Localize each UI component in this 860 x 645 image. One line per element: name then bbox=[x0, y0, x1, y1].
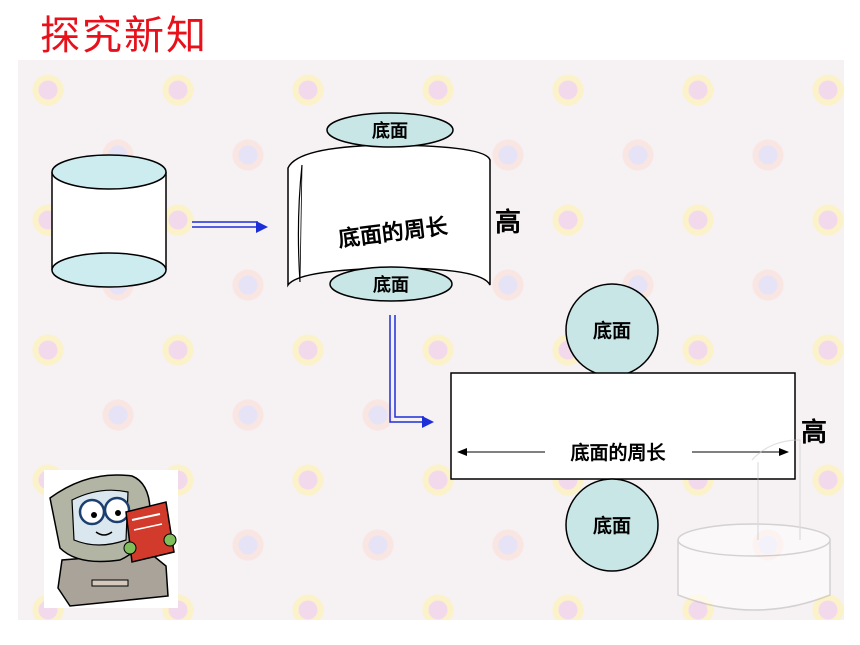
faded-cylinder-illustration bbox=[677, 439, 831, 611]
curved-side-surface bbox=[287, 144, 491, 288]
cylinder-bottom-ellipse bbox=[51, 252, 167, 288]
top-base-label: 底面 bbox=[372, 120, 408, 142]
curved-height-label: 高 bbox=[495, 207, 521, 238]
rect-bottom-circle bbox=[565, 478, 659, 572]
right-arrow bbox=[192, 221, 268, 233]
page-title: 探究新知 bbox=[40, 13, 208, 59]
rect-circumference-label: 底面的周长 bbox=[570, 441, 666, 464]
down-right-arrow bbox=[389, 315, 434, 428]
rect-height-label: 高 bbox=[801, 417, 827, 448]
bottom-base-label: 底面 bbox=[373, 274, 409, 296]
bottom-base-ellipse bbox=[329, 266, 453, 302]
unfolded-rectangle bbox=[450, 372, 796, 480]
rect-bottom-circle-label: 底面 bbox=[593, 514, 631, 537]
top-base-ellipse bbox=[326, 112, 454, 148]
computer-mascot-illustration bbox=[44, 470, 178, 608]
cylinder-top-ellipse bbox=[51, 154, 167, 190]
cylinder-shape bbox=[51, 154, 167, 288]
rect-top-circle-label: 底面 bbox=[593, 319, 631, 342]
